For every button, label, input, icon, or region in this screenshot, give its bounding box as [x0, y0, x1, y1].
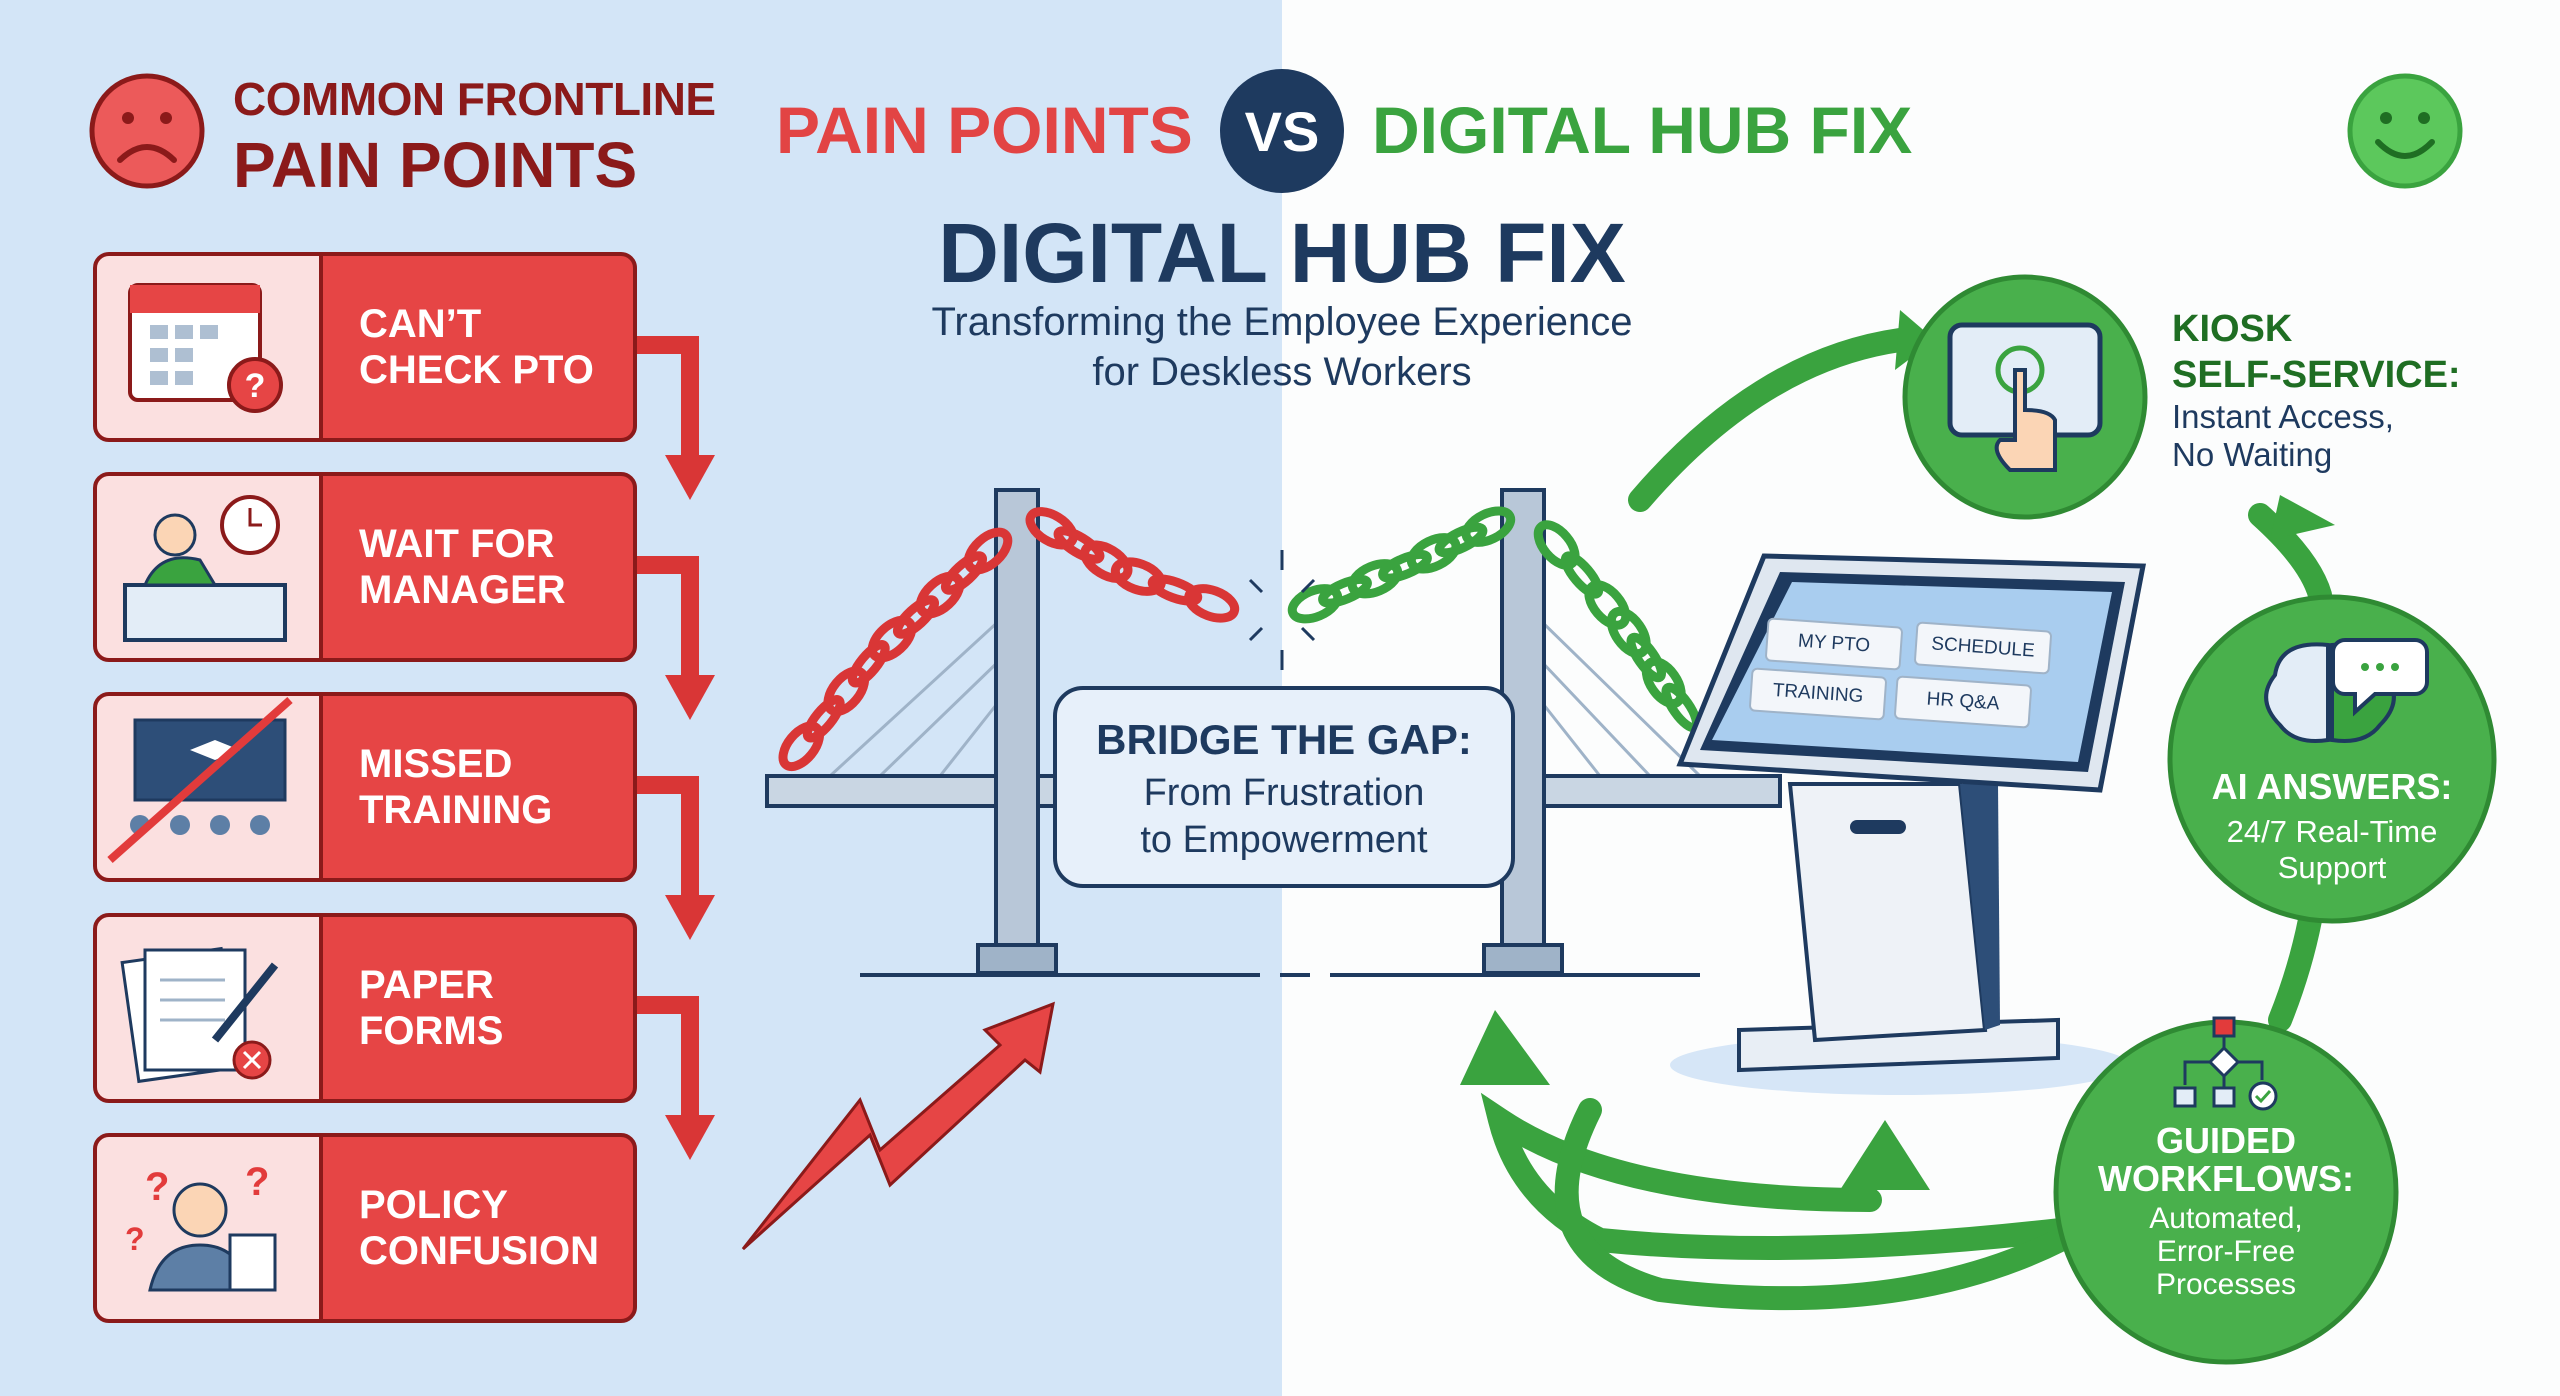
pain-label: CAN’T: [359, 302, 482, 346]
kiosk-desc-line1: Instant Access,: [2172, 398, 2394, 435]
center-title: DIGITAL HUB FIX: [938, 206, 1626, 300]
svg-text:?: ?: [145, 1165, 169, 1209]
waiting-clock-icon: [123, 495, 287, 642]
pain-label: WAIT FOR: [359, 522, 555, 566]
chain-link: [1406, 533, 1461, 574]
left-title-line2: PAIN POINTS: [233, 129, 638, 201]
pain-label: PAPER: [359, 963, 494, 1007]
pain-label: CONFUSION: [359, 1229, 599, 1273]
chain-link: [867, 615, 917, 663]
svg-text:?: ?: [245, 367, 266, 405]
workflow-diagram-icon: [2173, 1016, 2278, 1111]
brain-icon: [2264, 642, 2330, 743]
guided-workflows-text: GUIDED WORKFLOWS: Automated, Error-Free …: [2056, 1120, 2396, 1302]
chain-link: [1053, 526, 1105, 564]
training-crossed-icon: [107, 697, 293, 863]
rising-zigzag-arrow: [741, 1001, 1055, 1251]
chain-link: [1025, 507, 1078, 550]
guided-desc-line2: Error-Free: [2156, 1235, 2296, 1268]
chain-link: [1080, 540, 1133, 583]
pain-icons-layer: ? ? ? ?: [107, 283, 293, 1292]
center-subtitle-line2: for Deskless Workers: [1092, 350, 1472, 394]
pain-label: FORMS: [359, 1009, 504, 1053]
chain-link: [823, 666, 869, 717]
svg-text:?: ?: [245, 1160, 269, 1204]
ai-desc-line2: Support: [2277, 850, 2387, 885]
chain-link: [1318, 574, 1372, 608]
guided-title-line2: WORKFLOWS:: [2098, 1158, 2354, 1199]
kiosk-button-my-pto[interactable]: MY PTO: [1764, 617, 1904, 671]
pain-label: CHECK PTO: [359, 348, 594, 392]
pain-label: MANAGER: [359, 568, 566, 612]
chain-link: [1533, 520, 1580, 570]
callout-line2: to Empowerment: [1140, 819, 1428, 861]
chains: [778, 506, 1701, 772]
guided-title-line1: GUIDED: [2155, 1120, 2296, 1161]
kiosk-illustration: [1670, 553, 2147, 1095]
kiosk-button-schedule[interactable]: SCHEDULE: [1913, 621, 2053, 675]
hand-tap-icon: [1994, 368, 2057, 472]
pain-arrow-heads: [665, 455, 715, 1160]
kiosk-feature-title: KIOSK SELF-SERVICE:: [2172, 306, 2461, 398]
bridge-the-gap-callout: BRIDGE THE GAP: From Frustration to Empo…: [1053, 686, 1515, 888]
kiosk-button-training[interactable]: TRAINING: [1748, 667, 1888, 721]
chain-link: [893, 595, 939, 639]
chain-link: [847, 639, 890, 688]
vs-badge: VS: [1220, 69, 1344, 193]
calendar-question-icon: ?: [128, 283, 283, 413]
chain-link: [1184, 584, 1240, 623]
chain-link: [778, 721, 824, 772]
chain-link: [1641, 656, 1686, 709]
confused-person-icon: ? ? ?: [125, 1160, 277, 1292]
chain-link: [1560, 551, 1604, 599]
left-title-line1: COMMON FRONTLINE: [233, 73, 716, 125]
happy-face-icon: [2347, 73, 2463, 189]
chain-link: [1434, 522, 1488, 558]
green-arrow-heads: [1460, 310, 2335, 1190]
chain-link: [963, 527, 1013, 575]
chain-link: [1584, 580, 1631, 630]
chain-link: [1110, 557, 1166, 596]
chain-link: [915, 571, 965, 619]
chat-bubble-icon: [2331, 638, 2429, 717]
chain-link: [1626, 632, 1666, 683]
svg-text:?: ?: [125, 1221, 145, 1257]
break-spark-icon: [1248, 550, 1316, 670]
kiosk-button-hr-qa[interactable]: HR Q&A: [1893, 675, 2033, 729]
sad-face-icon: [89, 73, 205, 189]
pain-down-arrows: [632, 336, 699, 1130]
chain-link: [802, 694, 845, 743]
chain-link: [1378, 549, 1432, 583]
chain-link: [941, 551, 987, 595]
chain-link: [1347, 559, 1403, 599]
chain-link: [1287, 584, 1343, 624]
chain-link: [1461, 506, 1516, 547]
kiosk-desc-line2: No Waiting: [2172, 436, 2333, 473]
guided-workflows-circle: [2053, 1016, 2399, 1365]
pain-label: TRAINING: [359, 788, 553, 832]
pain-label: MISSED: [359, 742, 513, 786]
kiosk-feature-circle: [1902, 274, 2148, 520]
kiosk-feature-desc: Instant Access, No Waiting: [2172, 398, 2394, 474]
center-subtitle-line1: Transforming the Employee Experience: [931, 300, 1633, 344]
callout-line1: From Frustration: [1143, 772, 1425, 814]
paper-forms-icon: [120, 946, 279, 1084]
guided-desc-line1: Automated,: [2149, 1202, 2303, 1235]
chain-link: [1606, 606, 1651, 659]
banner-digital-hub-fix: DIGITAL HUB FIX: [1372, 93, 1913, 167]
kiosk-title-line2: SELF-SERVICE:: [2172, 354, 2461, 396]
callout-title: BRIDGE THE GAP:: [1096, 716, 1472, 763]
green-cycle-arrows: [1480, 328, 2332, 1311]
ai-answers-circle: [2167, 594, 2497, 924]
pain-label: POLICY: [359, 1183, 508, 1227]
ai-answers-text: AI ANSWERS: 24/7 Real-Time Support: [2172, 766, 2492, 886]
banner-pain-points: PAIN POINTS: [776, 93, 1193, 167]
guided-desc-line3: Processes: [2155, 1268, 2297, 1301]
ai-desc-line1: 24/7 Real-Time: [2226, 814, 2438, 849]
ai-title: AI ANSWERS:: [2211, 766, 2453, 807]
kiosk-title-line1: KIOSK: [2172, 308, 2293, 350]
chain-link: [1147, 574, 1203, 606]
